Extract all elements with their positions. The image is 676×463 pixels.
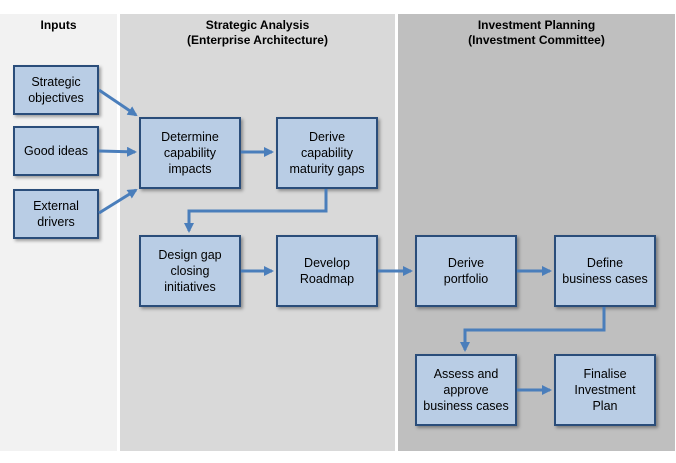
box-external-drivers: External drivers bbox=[13, 189, 99, 239]
box-finalise-investment-plan: Finalise Investment Plan bbox=[554, 354, 656, 426]
lane-strategic-title: Strategic Analysis bbox=[205, 18, 310, 32]
box-design-gap-closing-initiatives: Design gap closing initiatives bbox=[139, 235, 241, 307]
lane-investment-title: Investment Planning bbox=[477, 18, 596, 32]
box-assess-and-approve-business-cases: Assess and approve business cases bbox=[415, 354, 517, 426]
lane-strategic-header: Strategic Analysis (Enterprise Architect… bbox=[120, 18, 395, 48]
box-determine-capability-impacts: Determine capability impacts bbox=[139, 117, 241, 189]
lane-investment-header: Investment Planning (Investment Committe… bbox=[398, 18, 675, 48]
lane-strategic-analysis: Strategic Analysis (Enterprise Architect… bbox=[120, 14, 395, 451]
lane-investment-subtitle: (Investment Committee) bbox=[468, 33, 605, 47]
box-develop-roadmap: Develop Roadmap bbox=[276, 235, 378, 307]
lane-inputs-title: Inputs bbox=[40, 18, 77, 32]
lane-strategic-subtitle: (Enterprise Architecture) bbox=[187, 33, 328, 47]
box-derive-capability-maturity-gaps: Derive capability maturity gaps bbox=[276, 117, 378, 189]
lane-inputs-header: Inputs bbox=[0, 18, 117, 33]
box-good-ideas: Good ideas bbox=[13, 126, 99, 176]
box-define-business-cases: Define business cases bbox=[554, 235, 656, 307]
box-strategic-objectives: Strategic objectives bbox=[13, 65, 99, 115]
box-derive-portfolio: Derive portfolio bbox=[415, 235, 517, 307]
